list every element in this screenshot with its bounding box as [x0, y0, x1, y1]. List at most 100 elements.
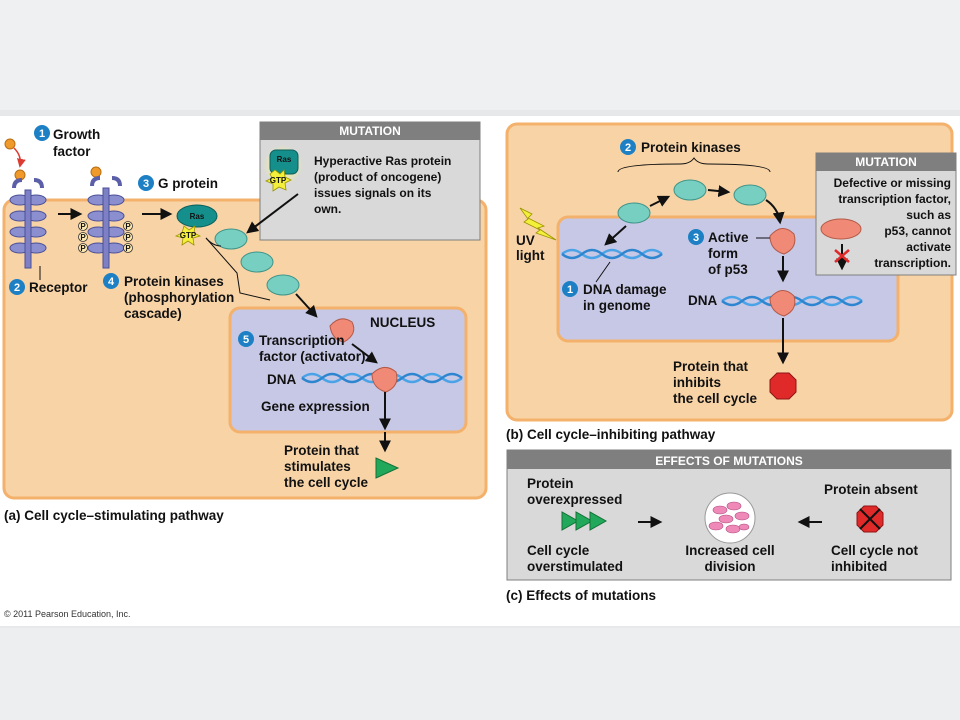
stop-sign-icon — [769, 372, 797, 400]
mutation-box-a: MUTATION Ras GTP Hyperactive Ras protein… — [259, 121, 481, 241]
uv-label-1: UV — [516, 233, 535, 248]
nucleus-b — [556, 215, 900, 343]
step-3-number: 3 — [693, 232, 699, 244]
cell-cycle-overstimulated-1: Cell cycle — [527, 543, 590, 558]
protein-overexpressed-2: overexpressed — [527, 492, 622, 507]
kinase-cascade — [205, 228, 318, 318]
step-2-badge — [620, 139, 636, 155]
protein-absent-label: Protein absent — [824, 482, 918, 497]
defective-p53-icon — [820, 218, 862, 240]
panel-a-caption: (a) Cell cycle–stimulating pathway — [4, 508, 224, 523]
g-protein-label: G protein — [158, 176, 218, 191]
uv-light-icon — [519, 207, 557, 241]
kinase-icon — [673, 179, 707, 201]
step-1-badge — [34, 125, 50, 141]
svg-text:activate: activate — [906, 240, 951, 254]
kinase-icon — [733, 184, 767, 206]
protein-kinases-label-3: cascade) — [124, 306, 182, 321]
dna-damage-label-2: in genome — [583, 298, 651, 313]
copyright-notice: © 2011 Pearson Education, Inc. — [4, 609, 131, 619]
svg-text:Hyperactive Ras protein: Hyperactive Ras protein — [314, 154, 451, 168]
cell-cycle-not-inhibited-2: inhibited — [831, 559, 887, 574]
nucleus-label: NUCLEUS — [370, 315, 435, 330]
svg-text:own.: own. — [314, 202, 341, 216]
inhibiting-protein-label-2: inhibits — [673, 375, 721, 390]
svg-text:P: P — [125, 233, 131, 242]
step-3-number: 3 — [143, 178, 149, 190]
svg-text:issues signals on its: issues signals on its — [314, 186, 432, 200]
receptor-label: Receptor — [29, 280, 88, 295]
kinase-icon — [214, 228, 248, 250]
cell-cycle-overstimulated-2: overstimulated — [527, 559, 623, 574]
growth-factor-label-2: factor — [53, 144, 91, 159]
step-2-number: 2 — [14, 282, 20, 294]
svg-text:MUTATION: MUTATION — [339, 124, 401, 138]
step-1-number: 1 — [39, 128, 45, 140]
protein-overexpressed-1: Protein — [527, 476, 574, 491]
phosphate-icons: P P P P P P — [78, 221, 133, 253]
step-3-badge — [688, 229, 704, 245]
nucleus-a — [228, 306, 468, 434]
stimulating-protein-label-3: the cell cycle — [284, 475, 369, 490]
dna-label-b: DNA — [688, 293, 717, 308]
svg-text:GTP: GTP — [180, 231, 197, 240]
step-5-number: 5 — [243, 334, 249, 346]
kinase-cascade-b — [617, 179, 785, 225]
effects-header: EFFECTS OF MUTATIONS — [655, 454, 803, 468]
active-p53-label-1: Active — [708, 230, 749, 245]
growth-factor-label-1: Growth — [53, 127, 100, 142]
dna-damage-label-1: DNA damage — [583, 282, 667, 297]
svg-text:P: P — [80, 233, 86, 242]
svg-text:Ras: Ras — [190, 212, 205, 221]
svg-text:such as: such as — [906, 208, 951, 222]
p53-icon — [769, 228, 796, 255]
stimulating-protein-icon — [375, 457, 400, 479]
transcription-factor-label-2: factor (activator) — [259, 349, 366, 364]
increased-division-2: division — [704, 559, 755, 574]
kinase-icon — [240, 251, 274, 273]
gtp-burst-icon — [174, 225, 202, 246]
absent-protein-icon — [856, 505, 884, 533]
receptor-icon — [9, 178, 47, 269]
svg-text:(product of oncogene): (product of oncogene) — [314, 170, 441, 184]
kinase-icon — [266, 274, 300, 296]
ras-protein-icon — [176, 204, 218, 228]
svg-text:p53, cannot: p53, cannot — [884, 224, 951, 238]
stimulating-protein-label-2: stimulates — [284, 459, 351, 474]
svg-text:P: P — [125, 222, 131, 231]
panel-c-caption: (c) Effects of mutations — [506, 588, 656, 603]
svg-text:transcription factor,: transcription factor, — [838, 192, 951, 206]
step-2-number: 2 — [625, 142, 631, 154]
svg-text:P: P — [80, 244, 86, 253]
svg-text:Ras: Ras — [277, 155, 292, 164]
damaged-dna-icon — [561, 248, 663, 260]
bound-transcription-factor-icon — [371, 367, 398, 393]
step-1-badge — [562, 281, 578, 297]
panel-c: EFFECTS OF MUTATIONS Protein overexpress… — [506, 449, 952, 603]
transcription-factor-icon — [329, 318, 355, 343]
overexpressed-protein-icon — [561, 511, 608, 531]
gtp-burst-icon — [265, 169, 292, 192]
increased-division-1: Increased cell — [685, 543, 774, 558]
kinase-icon — [617, 202, 651, 224]
protein-kinases-label: Protein kinases — [641, 140, 741, 155]
svg-text:Defective or missing: Defective or missing — [834, 176, 951, 190]
inhibiting-protein-label-3: the cell cycle — [673, 391, 758, 406]
svg-text:P: P — [80, 222, 86, 231]
svg-text:MUTATION: MUTATION — [855, 155, 917, 169]
active-p53-label-3: of p53 — [708, 262, 748, 277]
gene-expression-label: Gene expression — [261, 399, 370, 414]
svg-text:P: P — [125, 244, 131, 253]
mutation-box-b: MUTATION Defective or missing transcript… — [815, 152, 957, 276]
inhibiting-protein-label-1: Protein that — [673, 359, 749, 374]
dna-label-a: DNA — [267, 372, 296, 387]
svg-text:transcription.: transcription. — [874, 256, 951, 270]
transcription-factor-label-1: Transcription — [259, 333, 345, 348]
cell-cycle-not-inhibited-1: Cell cycle not — [831, 543, 919, 558]
panel-a: 1 Growth factor 2 Receptor — [2, 121, 488, 523]
dividing-cells-icon — [704, 492, 756, 544]
protein-kinases-label-1: Protein kinases — [124, 274, 224, 289]
step-2-badge — [9, 279, 25, 295]
step-3-badge — [138, 175, 154, 191]
